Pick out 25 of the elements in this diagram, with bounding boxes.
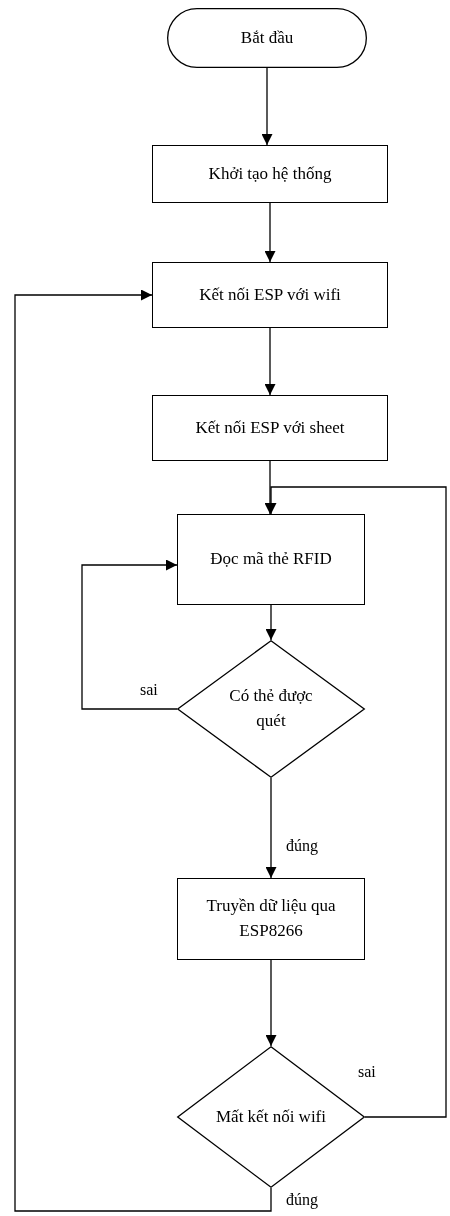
arrow: [265, 604, 277, 641]
decision-diamond: [177, 640, 365, 778]
process-box: [152, 262, 388, 328]
edge-label: đúng: [284, 1190, 320, 1210]
arrow: [264, 327, 276, 396]
process-box: [177, 514, 365, 605]
start-terminal: [167, 8, 367, 68]
arrow: [14, 289, 272, 1212]
arrow: [264, 202, 276, 263]
node-label: Bắt đầu: [239, 26, 295, 49]
node-label: Kết nối ESP với wifi: [198, 283, 342, 306]
node-label: Mất kết nối wifi: [215, 1105, 327, 1128]
node-label: Đọc mã thẻ RFID: [209, 548, 333, 571]
arrow: [261, 67, 273, 146]
node-label: Truyền dữ liệu qua ESP8266: [205, 895, 337, 942]
process-box: [177, 878, 365, 960]
arrow: [265, 959, 277, 1047]
process-box: [152, 145, 388, 203]
node-label: Khởi tạo hệ thống: [207, 162, 333, 185]
edge-label: đúng: [284, 836, 320, 856]
process-box: [152, 395, 388, 461]
arrow: [81, 559, 178, 710]
node-label: Có thẻ được quét: [228, 685, 314, 732]
arrow: [265, 777, 277, 879]
node-label: Kết nối ESP với sheet: [194, 416, 346, 439]
